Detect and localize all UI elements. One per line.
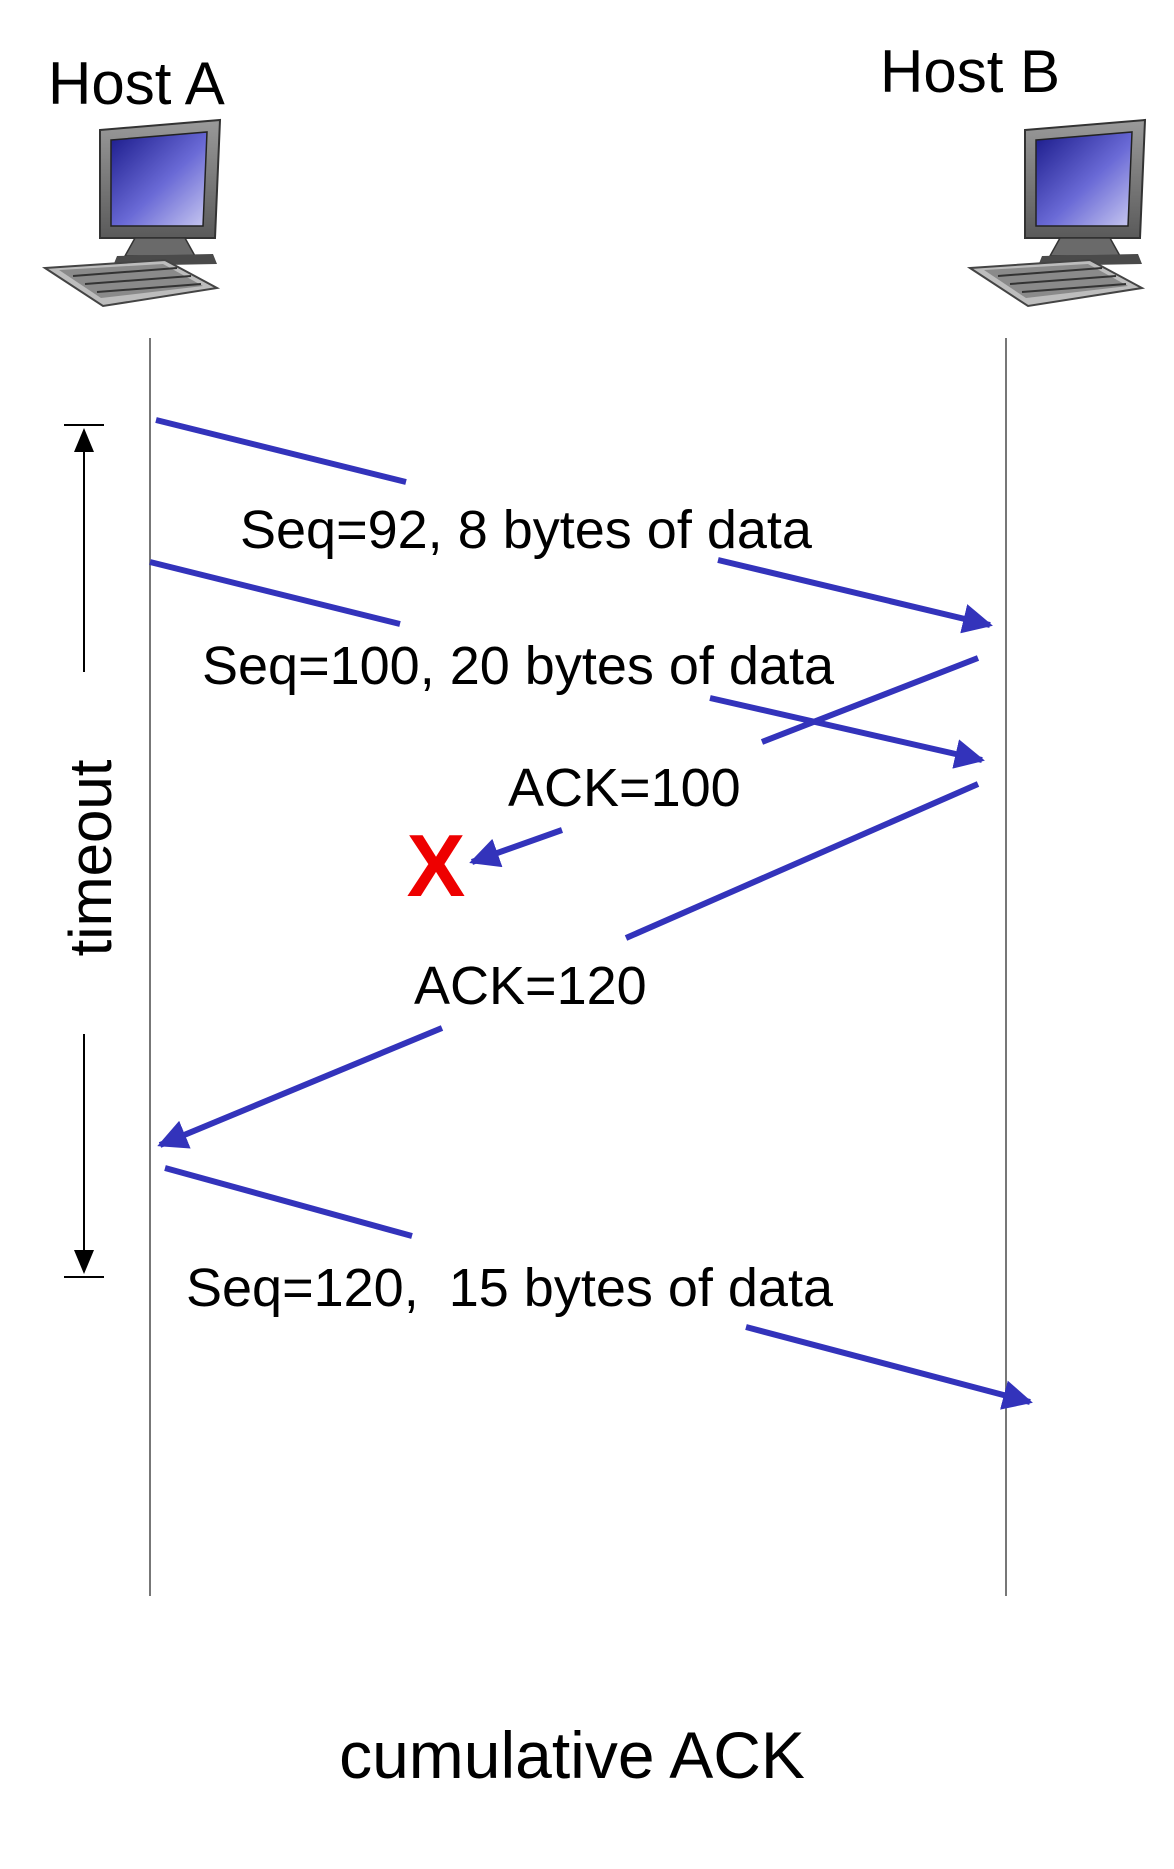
- host-b-label: Host B: [880, 38, 1060, 105]
- message-seq100: [149, 559, 985, 769]
- timeout-label: timeout: [57, 759, 124, 956]
- message-ack100: [469, 655, 980, 868]
- host-a-label: Host A: [48, 50, 225, 117]
- label-seq92: Seq=92, 8 bytes of data: [240, 500, 813, 560]
- desktop-computer-icon: [41, 118, 222, 308]
- message-ack120: [157, 781, 980, 1149]
- label-ack100: ACK=100: [508, 758, 741, 818]
- desktop-computer-icon: [966, 118, 1147, 308]
- label-ack120: ACK=120: [414, 956, 647, 1016]
- label-seq120: Seq=120, 15 bytes of data: [186, 1258, 834, 1318]
- message-seq120: [164, 1165, 1033, 1410]
- timeout-indicator: [64, 424, 104, 1278]
- loss-x-icon: X: [407, 816, 466, 915]
- label-seq100: Seq=100, 20 bytes of data: [202, 636, 835, 696]
- diagram-caption: cumulative ACK: [339, 1718, 805, 1792]
- message-seq92: [155, 417, 993, 634]
